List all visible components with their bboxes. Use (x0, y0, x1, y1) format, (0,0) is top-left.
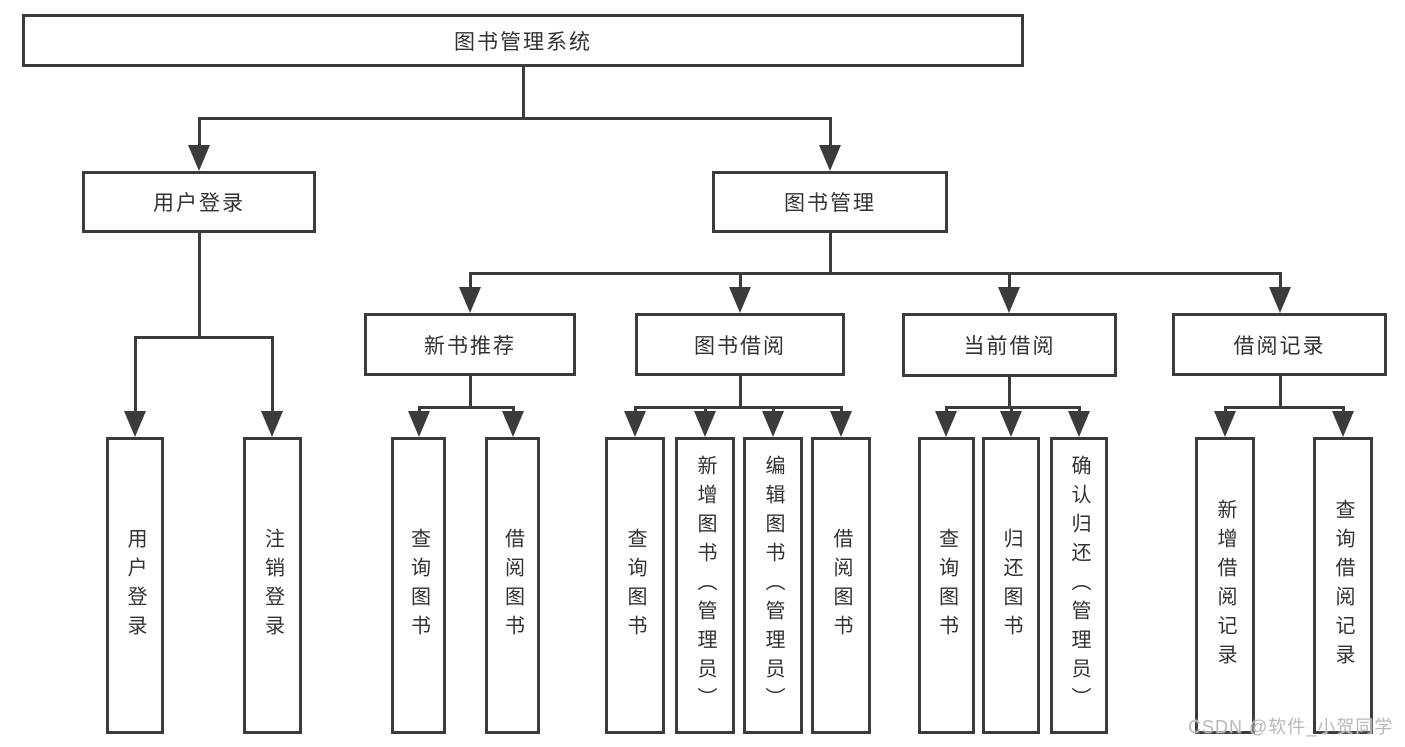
leaf-logout-label: 注销登录 (261, 527, 284, 644)
connector-g2b-stem (511, 406, 515, 413)
leaf-query-books-recommend: 查询图书 (391, 437, 446, 734)
arrowhead-g3b (694, 411, 716, 437)
connector-g5b-stem (1341, 406, 1345, 413)
leaf-logout: 注销登录 (243, 437, 302, 734)
arrowhead-g5b (1332, 411, 1354, 437)
connector-g5a-stem (1223, 406, 1227, 413)
connector-group2-down (468, 376, 472, 409)
connector-g4c-stem (1077, 406, 1081, 413)
connector-g4b-stem (1009, 406, 1013, 413)
connector-g3a-stem (633, 406, 637, 413)
connector-g4a-stem (944, 406, 948, 413)
arrowhead-book-mgmt (819, 145, 841, 171)
leaf-borrow-books-label: 借阅图书 (830, 527, 852, 644)
leaf-add-books-admin: 新增图书（管理员） (675, 437, 735, 734)
leaf-query-books-recommend-label: 查询图书 (407, 527, 430, 644)
arrowhead-current-borrow (998, 287, 1020, 313)
leaf-return-books-label: 归还图书 (1000, 527, 1022, 644)
connector-user-login-down (197, 233, 201, 339)
leaf-user-login: 用户登录 (106, 437, 164, 734)
node-new-book-recommend: 新书推荐 (364, 313, 576, 376)
leaf-borrow-books: 借阅图书 (811, 437, 871, 734)
connector-group3-bar (633, 406, 843, 409)
watermark: CSDN @软件_小贺同学 (1188, 717, 1394, 737)
arrowhead-g3d (830, 411, 852, 437)
leaf-confirm-return-admin: 确认归还（管理员） (1050, 437, 1108, 734)
connector-g1a-stem (133, 336, 137, 413)
leaf-edit-books-admin-label: 编辑图书（管理员） (762, 455, 784, 716)
arrowhead-g5a (1214, 411, 1236, 437)
leaf-add-borrow-record-label: 新增借阅记录 (1214, 498, 1236, 673)
leaf-borrow-books-recommend: 借阅图书 (485, 437, 540, 734)
connector-group5-down (1278, 376, 1282, 409)
arrowhead-book-borrow (729, 287, 751, 313)
arrowhead-g2b (502, 411, 524, 437)
arrowhead-g4c (1068, 411, 1090, 437)
leaf-add-books-admin-label: 新增图书（管理员） (694, 455, 716, 716)
connector-root-stem (521, 67, 525, 117)
leaf-query-books-current: 查询图书 (918, 437, 975, 734)
arrowhead-g4a (935, 411, 957, 437)
leaf-query-books-current-label: 查询图书 (935, 527, 958, 644)
node-borrowing-records: 借阅记录 (1172, 313, 1387, 376)
connector-g3b-stem (703, 406, 707, 413)
node-current-borrowing: 当前借阅 (902, 313, 1117, 377)
arrowhead-g4b (1000, 411, 1022, 437)
node-book-management: 图书管理 (712, 171, 948, 233)
leaf-borrow-books-recommend-label: 借阅图书 (501, 527, 524, 644)
arrowhead-user-login (188, 145, 210, 171)
connector-g3c-stem (771, 406, 775, 413)
connector-group5-bar (1223, 406, 1345, 409)
connector-group1-bar (133, 336, 274, 339)
leaf-query-borrow-record: 查询借阅记录 (1313, 437, 1373, 734)
connector-g3d-stem (839, 406, 843, 413)
connector-new-books-stem (468, 272, 472, 289)
node-book-borrowing: 图书借阅 (635, 313, 845, 376)
connector-g1b-stem (270, 336, 274, 413)
arrowhead-new-books (459, 287, 481, 313)
connector-current-borrow-stem (1007, 272, 1011, 289)
leaf-confirm-return-admin-label: 确认归还（管理员） (1068, 455, 1090, 716)
leaf-query-books-borrow: 查询图书 (605, 437, 665, 734)
connector-g2a-stem (417, 406, 421, 413)
arrowhead-g1a (124, 411, 146, 437)
connector-group4-bar (944, 406, 1081, 409)
node-book-management-system: 图书管理系统 (22, 14, 1024, 67)
connector-group2-bar (417, 406, 515, 409)
arrowhead-g3c (762, 411, 784, 437)
leaf-add-borrow-record: 新增借阅记录 (1195, 437, 1255, 734)
connector-group4-down (1007, 376, 1011, 409)
connector-borrow-records-stem (1278, 272, 1282, 289)
leaf-query-borrow-record-label: 查询借阅记录 (1332, 498, 1354, 673)
leaf-edit-books-admin: 编辑图书（管理员） (743, 437, 803, 734)
node-user-login: 用户登录 (82, 171, 316, 233)
leaf-user-login-label: 用户登录 (124, 527, 146, 644)
connector-user-login-stem (197, 117, 201, 147)
connector-book-borrow-stem (738, 272, 742, 289)
arrowhead-g1b (261, 411, 283, 437)
connector-book-mgmt-stem (828, 117, 832, 147)
connector-book-mgmt-down (828, 233, 832, 275)
leaf-query-books-borrow-label: 查询图书 (624, 527, 646, 644)
connector-level2-bar (197, 117, 832, 120)
arrowhead-g3a (624, 411, 646, 437)
leaf-return-books: 归还图书 (982, 437, 1040, 734)
arrowhead-g2a (408, 411, 430, 437)
arrowhead-borrow-records (1269, 287, 1291, 313)
connector-level3-bar (468, 272, 1282, 275)
connector-group3-down (738, 376, 742, 409)
